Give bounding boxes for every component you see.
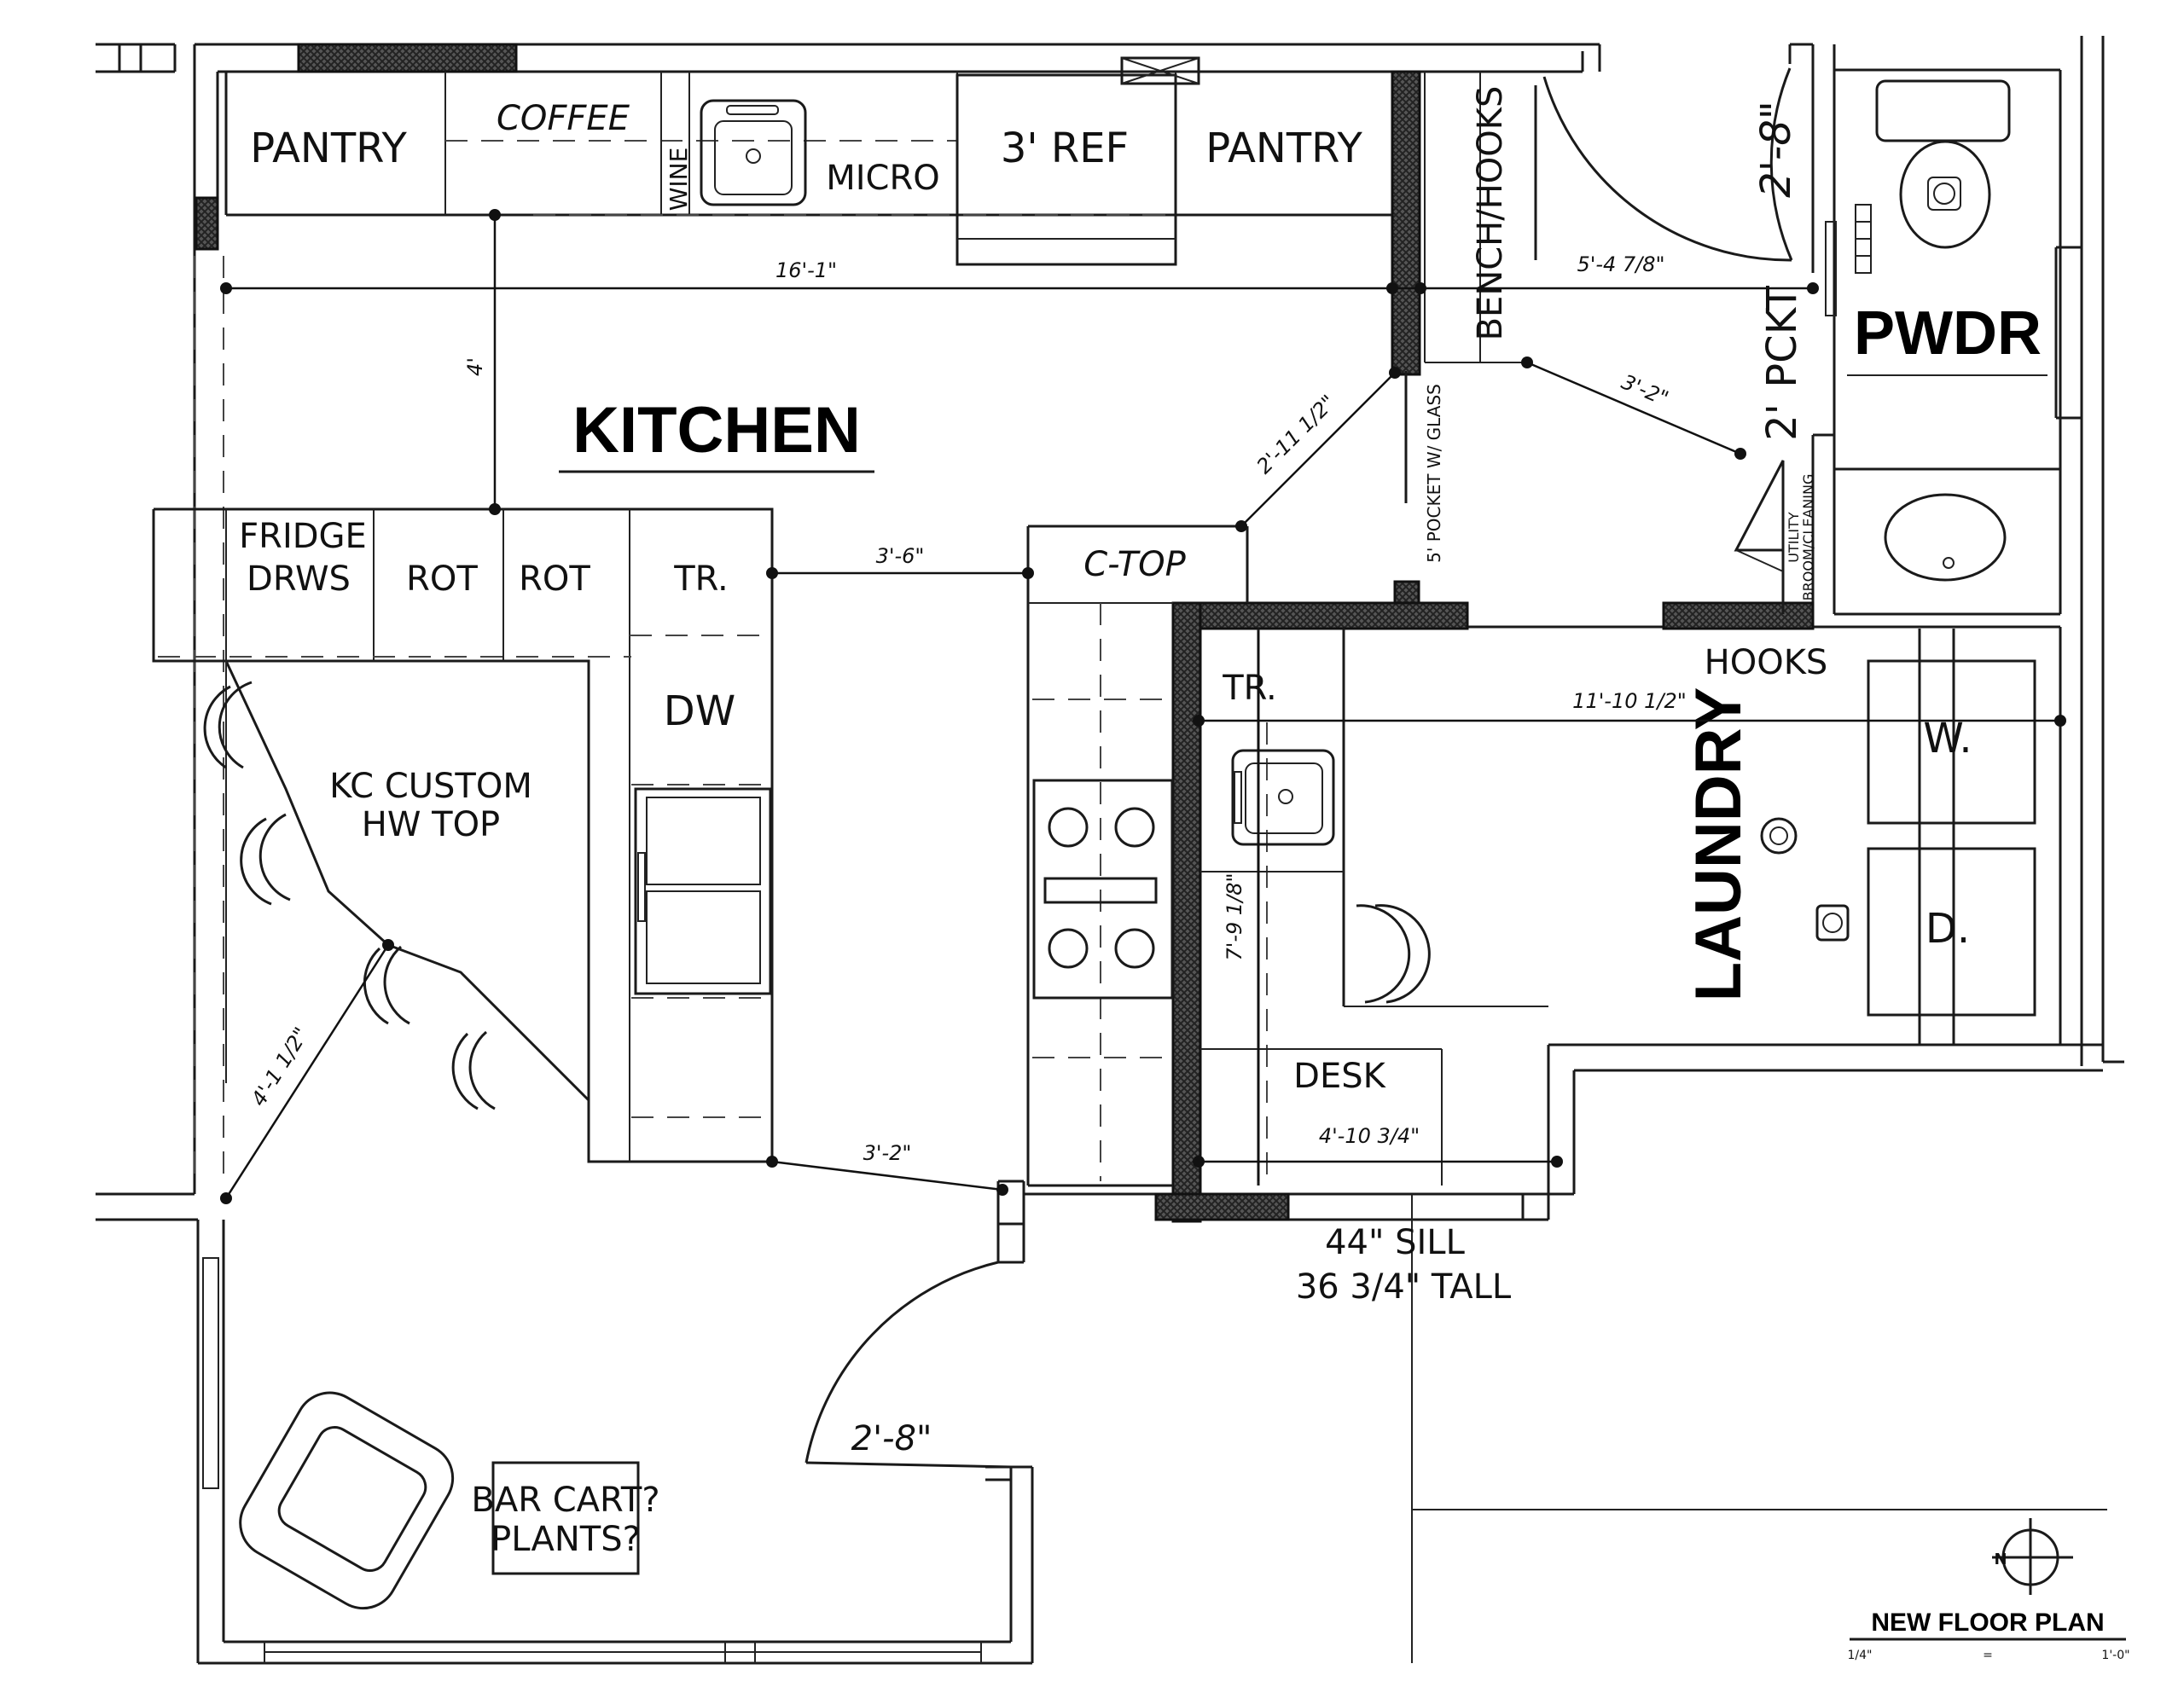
dim-7-9: 7'-9 1/8" xyxy=(1223,872,1246,960)
fridge-drws-label-1: FRIDGE xyxy=(239,517,367,556)
coffee-label: COFFEE xyxy=(497,99,630,138)
laundry-room xyxy=(1200,629,2036,1186)
island xyxy=(152,507,774,1163)
north-label: N xyxy=(1994,1551,2007,1568)
kc-custom-label-1: KC CUSTOM xyxy=(329,767,532,806)
dim-4-1: 4'-1 1/2" xyxy=(247,1023,313,1110)
scale-right: 1'-0" xyxy=(2101,1649,2129,1662)
scale-left: 1/4" xyxy=(1848,1649,1873,1662)
north-arrow xyxy=(1992,1518,2073,1595)
exterior-walls xyxy=(96,36,2124,1665)
hooks-label: HOOKS xyxy=(1705,643,1828,682)
tr-island-label: TR. xyxy=(673,559,729,599)
dim-16-1: 16'-1" xyxy=(775,258,837,282)
dim-2-pckt: 2' xyxy=(1758,403,1806,441)
dim-5-4: 5'-4 7/8" xyxy=(1577,252,1664,276)
utility-label-2: BROOM/CLEANING xyxy=(1800,474,1816,601)
dim-4-10: 4'-10 3/4" xyxy=(1319,1124,1420,1148)
pocket-door-label: 5' POCKET W/ GLASS xyxy=(1424,384,1444,563)
pantry-right-label: PANTRY xyxy=(1205,125,1362,172)
sill-label-1: 44" SILL xyxy=(1325,1223,1465,1262)
wine-label: WINE xyxy=(665,148,693,212)
powder-room xyxy=(1534,67,2048,582)
plan-title: NEW FLOOR PLAN xyxy=(1871,1609,2104,1637)
scale-mid: = xyxy=(1983,1649,1993,1662)
utility-closet xyxy=(1734,460,1785,614)
dryer-label: D. xyxy=(1926,905,1970,953)
entry-area xyxy=(239,1261,1012,1610)
fridge-drws-label-2: DRWS xyxy=(247,559,351,599)
room-kitchen: KITCHEN xyxy=(572,394,861,467)
stools xyxy=(203,681,496,1110)
tr-laundry-label: TR. xyxy=(1222,669,1277,708)
pantry-left-label: PANTRY xyxy=(250,125,407,172)
utility-label-1: UTILITY xyxy=(1786,512,1802,563)
bench-hooks-label: BENCH/HOOKS xyxy=(1471,86,1510,341)
kc-custom-label-2: HW TOP xyxy=(362,805,500,844)
desk-label: DESK xyxy=(1293,1057,1386,1096)
room-powder: PWDR xyxy=(1854,299,2042,368)
bar-cart-label-2: PLANTS? xyxy=(491,1520,641,1559)
dim-3-2-bottom: 3'-2" xyxy=(863,1141,912,1165)
washer-label: W. xyxy=(1923,715,1972,762)
range-counter xyxy=(1026,525,1249,1187)
bar-cart-label-1: BAR CART? xyxy=(471,1481,659,1520)
dim-2-8-entry: 2'-8" xyxy=(851,1419,932,1458)
dimension-lines xyxy=(220,209,2066,1204)
bench-hooks xyxy=(1404,72,1527,503)
room-laundry: LAUNDRY xyxy=(1682,687,1755,1002)
sill-label-2: 36 3/4" TALL xyxy=(1296,1267,1512,1307)
dim-3-6: 3'-6" xyxy=(876,544,925,568)
ctop-label: C-TOP xyxy=(1083,545,1186,584)
pckt-label: PCKT xyxy=(1758,286,1806,388)
micro-label: MICRO xyxy=(826,159,940,198)
ref-label: 3' REF xyxy=(1001,125,1129,172)
rot1-label: ROT xyxy=(406,559,478,599)
dim-11-10: 11'-10 1/2" xyxy=(1572,689,1687,713)
dw-label: DW xyxy=(664,687,735,735)
hatched-walls xyxy=(195,43,1815,1223)
dim-2-11: 2'-11 1/2" xyxy=(1252,391,1340,478)
dim-2-8-pwdr: 2'-8" xyxy=(1752,101,1800,198)
back-counter xyxy=(224,56,1392,266)
dim-4: 4' xyxy=(463,357,487,376)
rot2-label: ROT xyxy=(519,559,590,599)
